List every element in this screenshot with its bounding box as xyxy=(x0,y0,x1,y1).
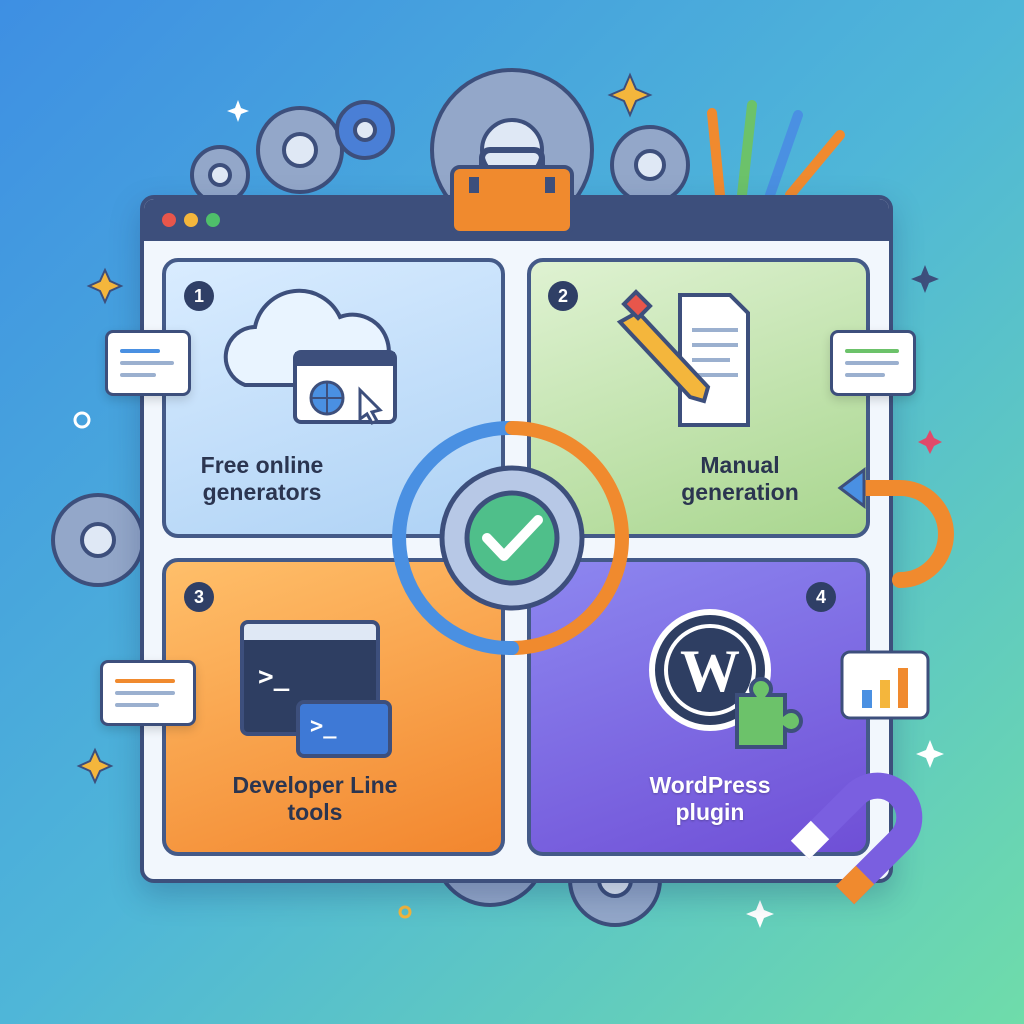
terminal-small-prompt: >_ xyxy=(310,714,337,739)
brushes-icon xyxy=(707,100,845,200)
close-dot[interactable] xyxy=(162,213,176,227)
chat-bubble-icon xyxy=(105,330,191,396)
loop-arrow-icon xyxy=(837,467,954,588)
bar-chart-icon xyxy=(840,650,930,720)
svg-text:W: W xyxy=(680,638,740,704)
chat-bubble-icon xyxy=(100,660,196,726)
step-2-label: Manual generation xyxy=(681,452,799,505)
pencil-document-icon xyxy=(616,289,750,427)
terminal-prompt: >_ xyxy=(258,662,290,692)
step-4-label: WordPress plugin xyxy=(649,772,771,825)
chat-bubble-icon xyxy=(830,330,916,396)
step-3-label: Developer Line tools xyxy=(232,772,398,825)
step-1-label: Free online generators xyxy=(200,452,324,505)
cloud-browser-icon xyxy=(223,288,397,425)
step-4-number: 4 xyxy=(806,582,836,612)
wordpress-puzzle-icon: W xyxy=(649,609,803,749)
step-1-number: 1 xyxy=(184,281,214,311)
check-gear-icon xyxy=(392,420,629,656)
terminal-small-icon: >_ xyxy=(296,700,392,758)
step-2-number: 2 xyxy=(548,281,578,311)
minimize-dot[interactable] xyxy=(184,213,198,227)
toolbox-icon xyxy=(450,147,574,235)
maximize-dot[interactable] xyxy=(206,213,220,227)
step-3-number: 3 xyxy=(184,582,214,612)
magnet-icon xyxy=(790,772,923,905)
